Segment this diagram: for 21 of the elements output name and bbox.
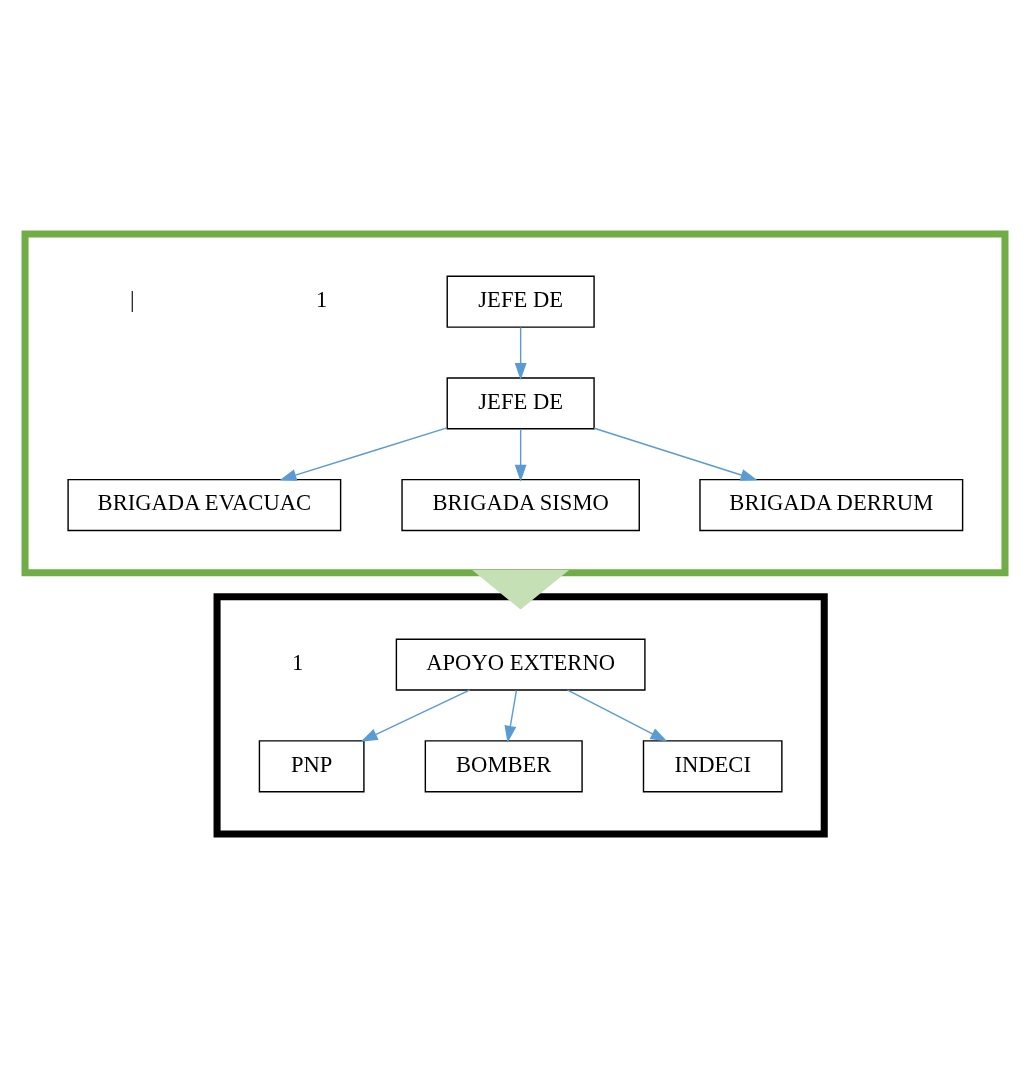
- node-box: BRIGADA DERRUM: [699, 478, 964, 532]
- node-box: JEFE DE: [446, 377, 595, 430]
- arrow: [360, 689, 471, 742]
- arrow: [504, 689, 518, 743]
- arrow: [514, 326, 527, 380]
- node-box: BRIGADA EVACUAC: [67, 478, 342, 532]
- cluster: [21, 230, 1009, 577]
- label: 1: [291, 649, 304, 675]
- arrow: [593, 427, 758, 481]
- node-box: INDECI: [642, 740, 783, 793]
- node-box: JEFE DE: [446, 275, 595, 328]
- label: |: [130, 287, 135, 313]
- arrow: [514, 428, 527, 482]
- node-box: BRIGADA SISMO: [401, 478, 640, 532]
- cluster: [213, 593, 828, 838]
- node-box: APOYO EXTERNO: [395, 638, 646, 691]
- node-box: PNP: [258, 740, 365, 793]
- label: 1: [315, 287, 328, 313]
- node-box: BOMBER: [424, 740, 583, 793]
- arrow: [566, 689, 668, 742]
- arrow: [279, 427, 448, 481]
